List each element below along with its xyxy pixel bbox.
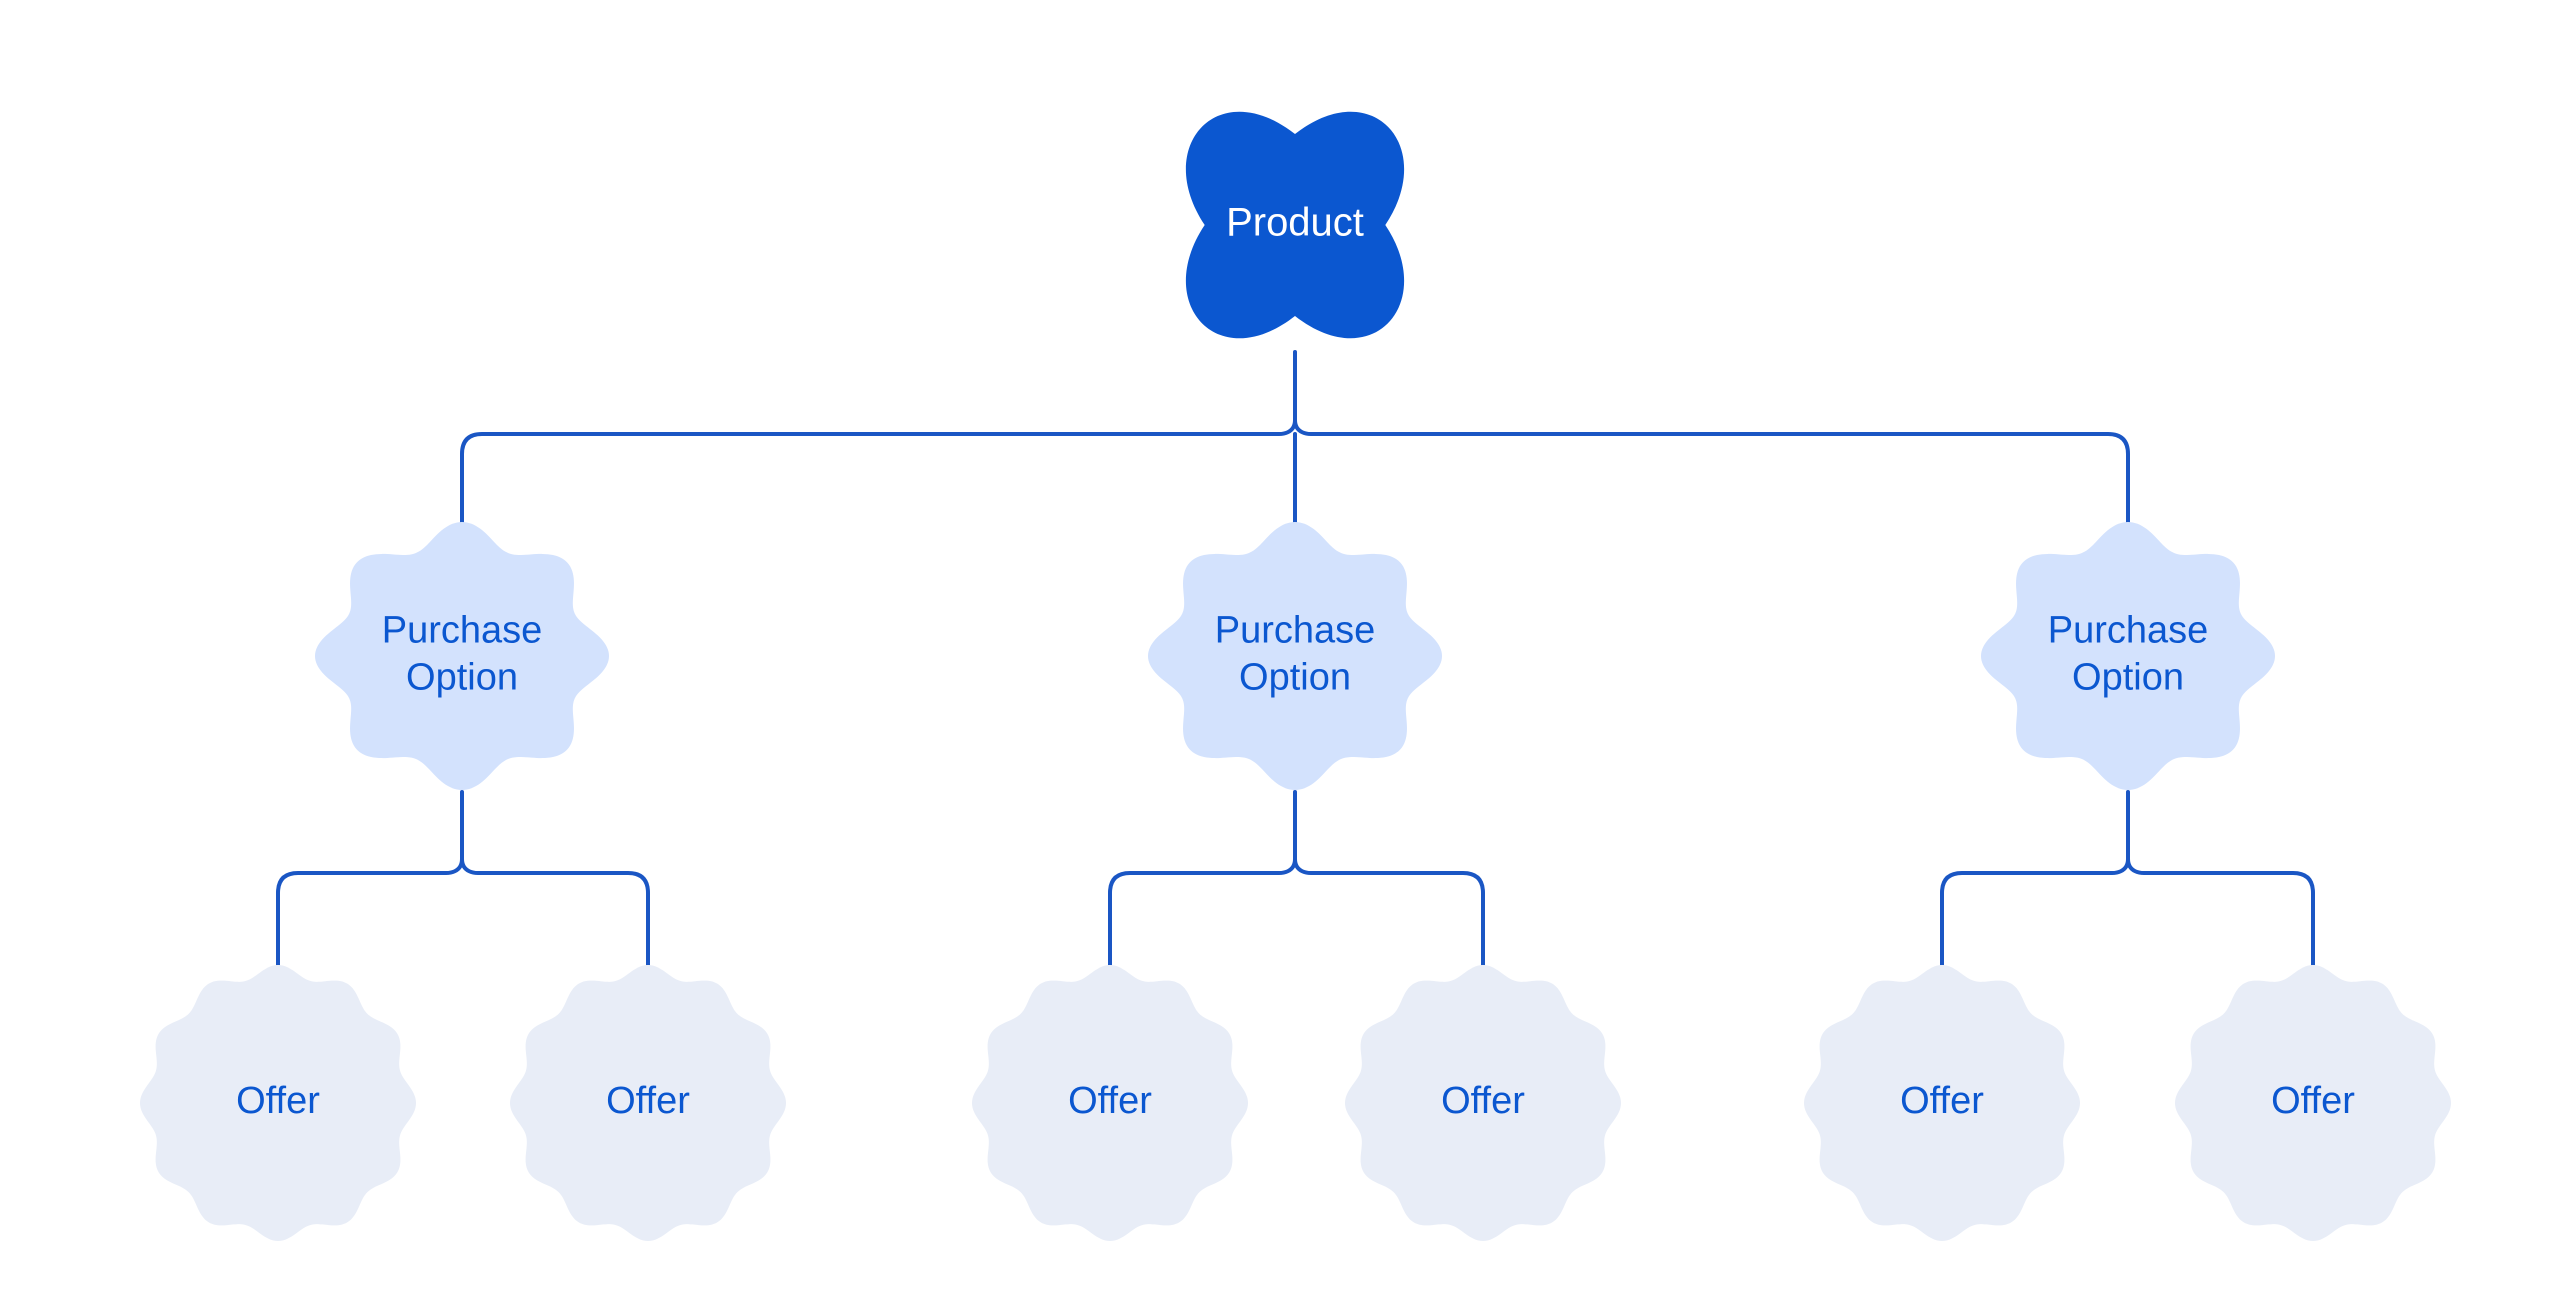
connector-layer [276,350,2315,970]
eight-lobe-flower-shape [1981,522,2275,790]
twelve-lobe-scallop-shape [972,965,1248,1241]
eight-lobe-flower-shape [1148,522,1442,790]
twelve-lobe-scallop-shape [1345,965,1621,1241]
twelve-lobe-scallop-shape [2175,965,2451,1241]
eight-lobe-flower-shape [315,522,609,790]
connector-root-to-branches [460,350,2130,524]
twelve-lobe-scallop-shape [510,965,786,1241]
connector-branch-1-to-offers [276,790,650,970]
connector-branch-2-to-offers [1108,790,1485,970]
twelve-lobe-scallop-shape [1804,965,2080,1241]
four-lobe-squircle-shape [1185,111,1405,339]
node-product-root[interactable]: Product [1185,111,1405,339]
twelve-lobe-scallop-shape [140,965,416,1241]
connector-branch-3-to-offers [1940,790,2315,970]
